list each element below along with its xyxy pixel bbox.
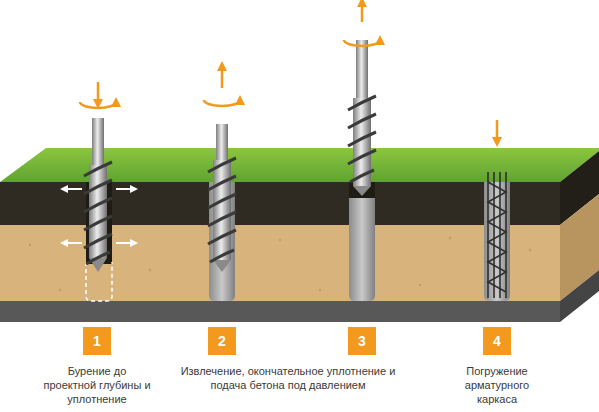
push-arrow xyxy=(496,120,499,142)
step-caption: Погружение арматурного каркаса xyxy=(452,364,542,406)
compaction-arrow xyxy=(64,189,134,243)
auger-tip xyxy=(353,186,371,196)
step-marker: 3 xyxy=(348,327,376,355)
lift-arrow xyxy=(361,2,364,22)
step-marker: 4Погружение арматурного каркаса xyxy=(452,327,542,406)
base-layer xyxy=(0,301,560,322)
step-number: 3 xyxy=(348,327,376,355)
auger-tip xyxy=(213,260,231,272)
step-caption: Бурение до проектной глубины и уплотнени… xyxy=(42,364,152,406)
rotation-arrow xyxy=(204,100,240,106)
base-side xyxy=(560,270,599,322)
step-number: 4 xyxy=(483,327,511,355)
step-marker: 1Бурение до проектной глубины и уплотнен… xyxy=(42,327,152,406)
auger-shaft xyxy=(356,40,368,102)
step-number: 2 xyxy=(208,327,236,355)
lift-arrow xyxy=(221,66,224,88)
sand-layer xyxy=(0,225,560,301)
rebar-cage xyxy=(488,172,506,298)
concrete-column xyxy=(349,182,375,301)
rotation-arrow xyxy=(80,102,116,108)
topsoil-layer xyxy=(0,182,560,225)
push-arrow xyxy=(97,82,100,104)
step-number: 1 xyxy=(83,327,111,355)
auger-flight xyxy=(84,162,112,264)
auger-body xyxy=(213,160,231,260)
auger-flight xyxy=(208,158,236,262)
rotation-arrow xyxy=(344,40,380,46)
auger-flight xyxy=(348,96,376,182)
step-caption: Извлечение, окончательное уплотнение и п… xyxy=(180,364,396,392)
auger-shaft xyxy=(216,124,228,164)
auger-shaft xyxy=(92,118,104,168)
